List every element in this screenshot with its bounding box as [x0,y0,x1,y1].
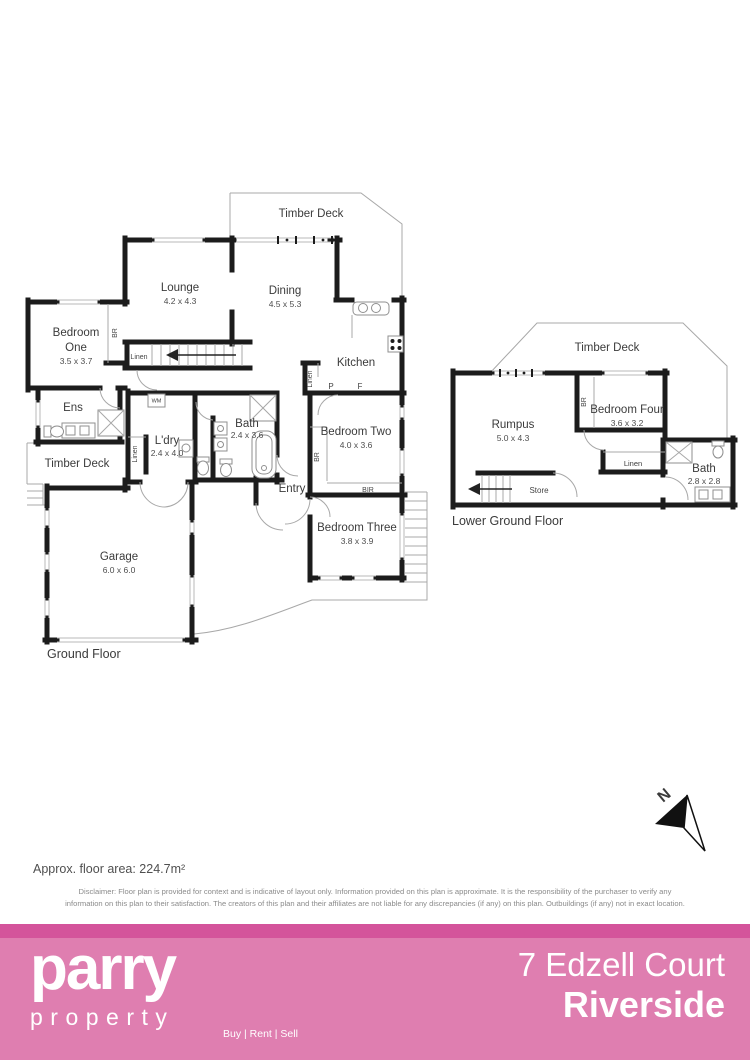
deck-top-label: Timber Deck [279,208,344,220]
agency-tagline: Buy | Rent | Sell [223,1028,298,1040]
door-arcs [552,429,689,501]
ground-floor-title: Ground Floor [47,647,121,661]
bir-label: BIR [362,487,374,494]
street-address: 7 Edzell Court [517,946,725,983]
laundry-label: L'dry [155,435,180,447]
bedroom-three-dims: 3.8 x 3.9 [341,536,374,546]
bath-label: Bath [235,418,259,430]
agency-subtitle: property [30,1004,175,1030]
bedroom-four-label: Bedroom Four [590,404,664,416]
bedroom-four-robe-label: BR [581,397,588,407]
garage-dims: 6.0 x 6.0 [103,565,136,575]
agency-logo: parry property [30,934,177,1031]
laundry-linen-label: Linen [132,445,139,462]
laundry-dims: 2.4 x 4.0 [151,448,184,458]
footer-accent-stripe [0,924,750,938]
disclaimer: Disclaimer: Floor plan is provided for c… [40,886,710,910]
lounge-robe-label: BR [112,328,119,338]
pantry-label: P [328,382,333,391]
stair-arrow [166,349,178,361]
kitchen-label: Kitchen [337,357,375,369]
lower-ground-floor-plan: Timber Deck Rumpus 5.0 x 4.3 BR Bedroom … [450,322,738,528]
ground-floor-labels: Timber Deck Lounge 4.2 x 4.3 Dining 4.5 … [45,208,397,661]
bath-dims: 2.8 x 2.8 [688,476,721,486]
staircase [160,344,243,366]
lounge-dims: 4.2 x 4.3 [164,296,197,306]
windows [35,236,405,643]
windows [492,369,648,377]
suburb: Riverside [562,984,725,1025]
lounge-label: Lounge [161,282,199,294]
garage-label: Garage [100,551,138,563]
fridge-label: F [358,382,363,391]
bath-label: Bath [692,463,716,475]
bedroom-two-robe-label: BR [314,452,321,462]
bedroom-three-label: Bedroom Three [317,522,397,534]
staircase [468,475,512,503]
lower-floor-labels: Timber Deck Rumpus 5.0 x 4.3 BR Bedroom … [452,342,721,528]
footer-banner: parry property Buy | Rent | Sell 7 Edzel… [0,938,750,1060]
kitchen-linen-label: Linen [307,370,314,387]
deck-label: Timber Deck [575,342,640,354]
dining-dims: 4.5 x 5.3 [269,299,302,309]
disclaimer-line-1: Disclaimer: Floor plan is provided for c… [78,887,672,896]
entry-label: Entry [279,483,306,495]
fixtures [43,301,404,479]
disclaimer-line-2: information on this plan to their satisf… [65,899,685,908]
property-address: 7 Edzell Court Riverside [518,946,725,1026]
floor-plan: Timber Deck Lounge 4.2 x 4.3 Dining 4.5 … [25,192,738,852]
bedroom-four-dims: 3.6 x 3.2 [611,418,644,428]
wm-label: WM [152,399,162,405]
linen-label: Linen [624,459,642,468]
lower-floor-title: Lower Ground Floor [452,514,563,528]
bedroom-two-label: Bedroom Two [321,426,392,438]
stairs-linen-label: Linen [130,354,147,361]
north-label: N [655,786,675,806]
bedroom-two-dims: 4.0 x 3.6 [340,440,373,450]
dining-label: Dining [269,285,302,297]
north-arrow-icon: N [655,786,706,852]
rumpus-dims: 5.0 x 4.3 [497,433,530,443]
bedroom-one-label-1: Bedroom [53,327,100,339]
lower-deck-outline [489,322,728,440]
deck-left-label: Timber Deck [45,458,110,470]
ground-floor-plan: Timber Deck Lounge 4.2 x 4.3 Dining 4.5 … [25,192,428,661]
bedroom-one-dims: 3.5 x 3.7 [60,356,93,366]
sliding-door-ticks [277,236,333,244]
store-label: Store [529,486,549,495]
bedroom-one-label-2: One [65,342,87,354]
ensuite-label: Ens [63,402,83,414]
deck-outlines [26,192,428,635]
agency-name: parry [30,934,177,1003]
bath-dims: 2.4 x 3.6 [231,430,264,440]
stair-arrow [468,483,480,495]
floor-area-note: Approx. floor area: 224.7m² [33,862,186,876]
fixtures [665,440,731,503]
door-arcs [99,369,339,531]
walls [450,368,738,510]
rumpus-label: Rumpus [492,419,535,431]
